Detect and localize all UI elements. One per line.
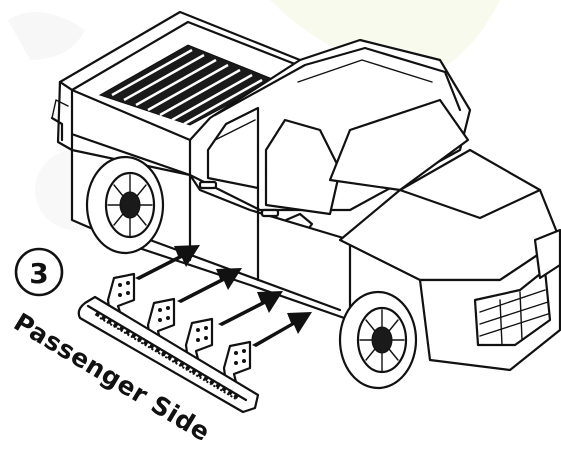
rear-wheel [87, 157, 163, 253]
tailgate [58, 82, 72, 150]
arrow-3 [218, 291, 283, 326]
arrow-2 [177, 268, 242, 303]
step-badge: 3 [16, 249, 62, 295]
step-number: 3 [29, 257, 48, 290]
running-board-with-brackets [79, 274, 258, 412]
front-wheel [340, 292, 416, 388]
arrow-4 [252, 312, 312, 347]
